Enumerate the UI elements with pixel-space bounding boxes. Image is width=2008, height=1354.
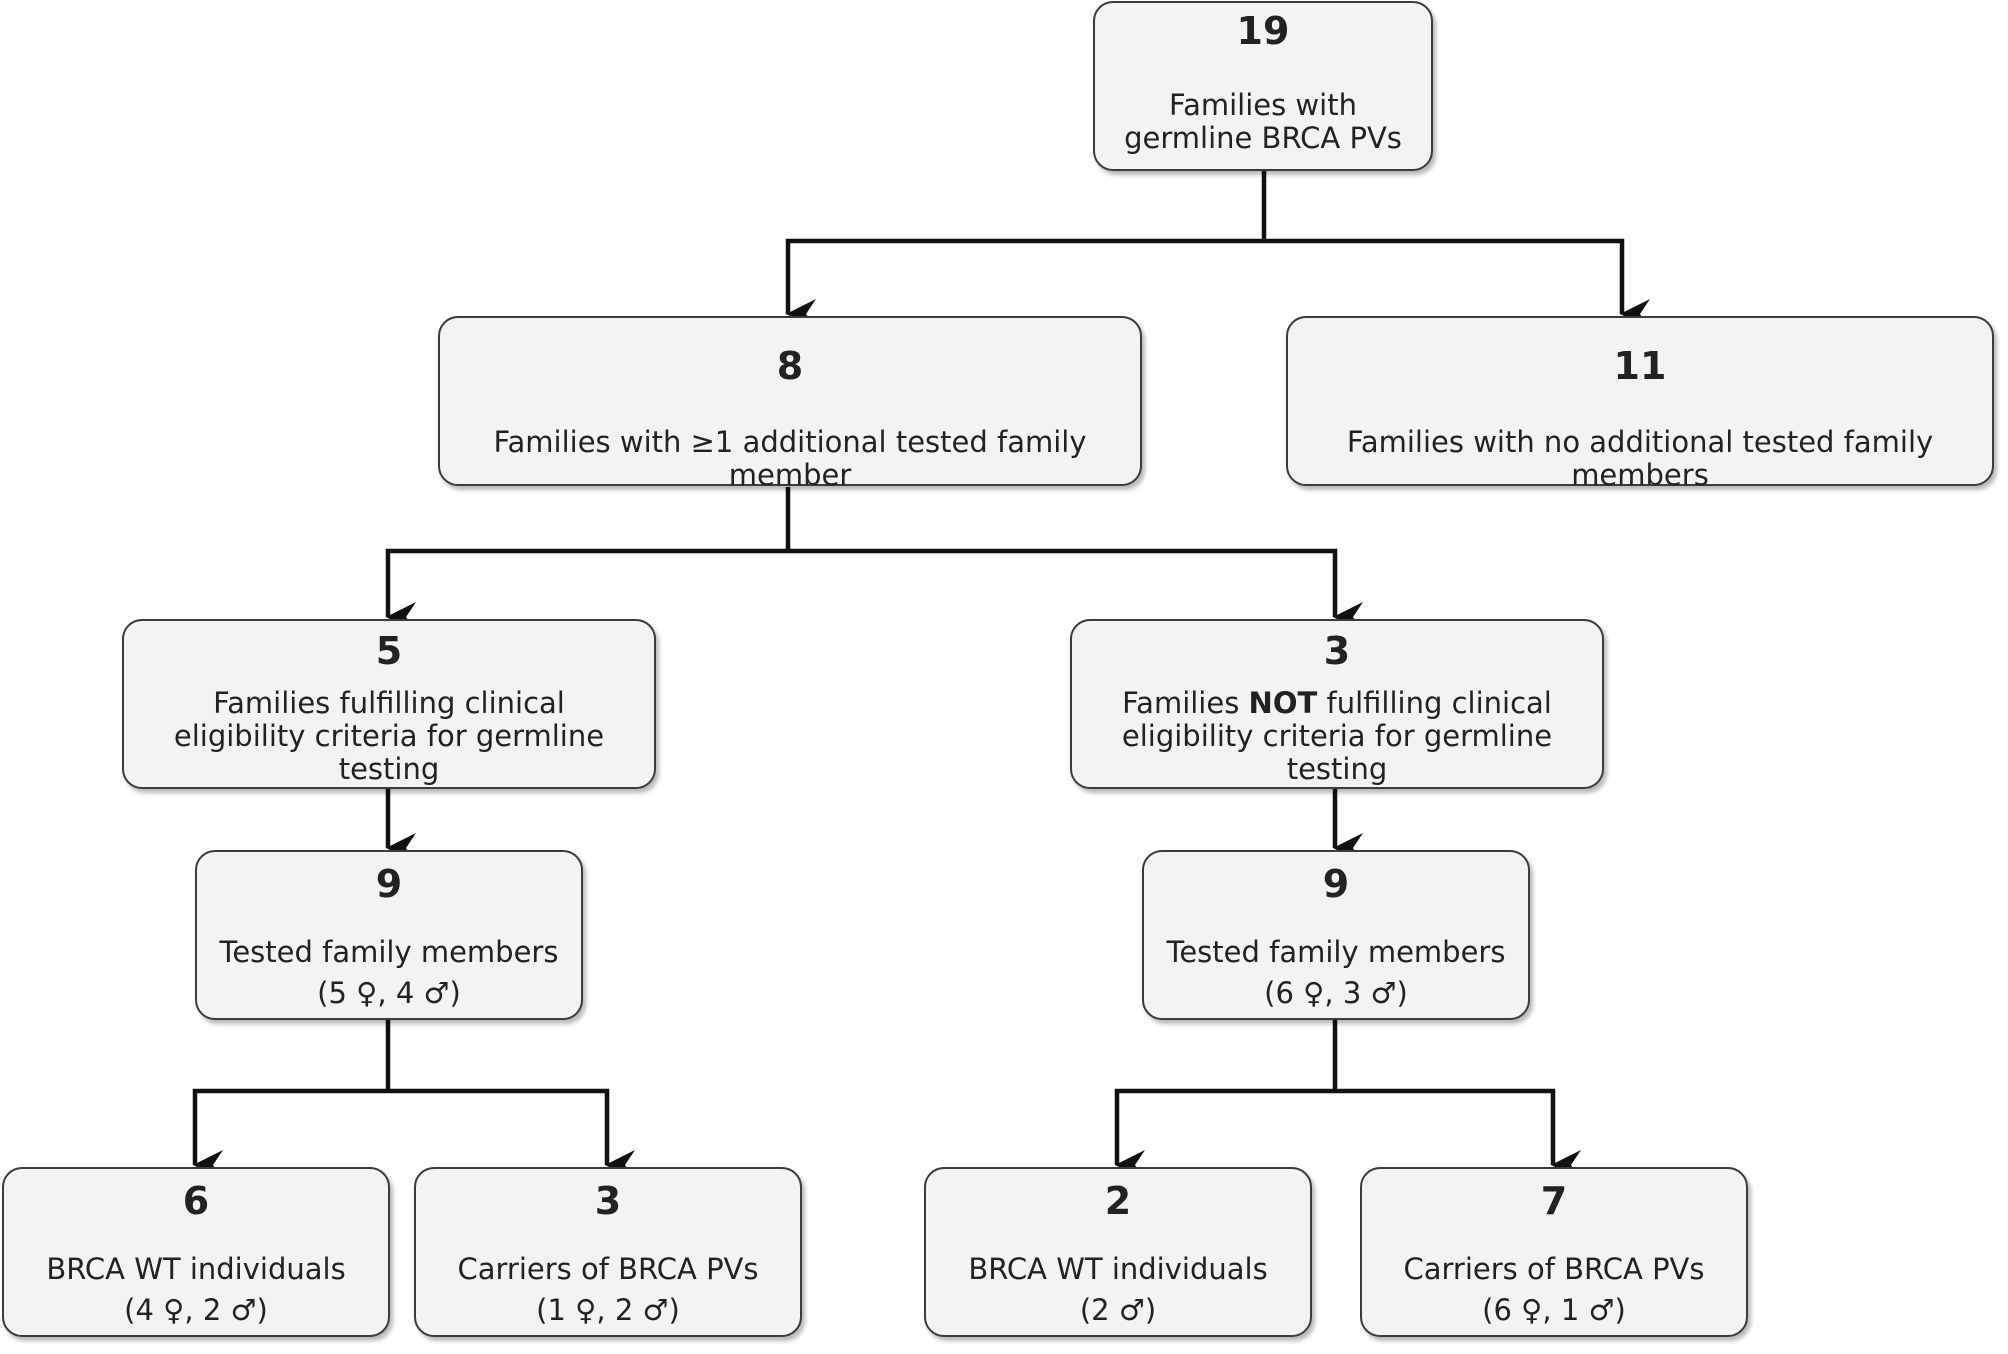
- node-label-part: Families: [1122, 686, 1249, 720]
- node-count: 3: [594, 1179, 622, 1223]
- node-families-not-fulfilling-criteria: 3 Families NOT fulfilling clinical eligi…: [1070, 619, 1604, 789]
- connector-root-to-additional: [785, 238, 1264, 329]
- connector-root-to-no-additional: [1264, 238, 1650, 329]
- node-brca-carriers-eligible: 3 Carriers of BRCA PVs (1 ♀, 2 ♂): [414, 1167, 802, 1337]
- node-label: Families fulfilling clinical eligibility…: [173, 686, 605, 786]
- node-families-fulfilling-criteria: 5 Families fulfilling clinical eligibili…: [122, 619, 656, 789]
- node-label: Tested family members: [219, 935, 559, 969]
- node-count: 5: [375, 629, 403, 673]
- node-label: BRCA WT individuals: [46, 1252, 346, 1286]
- connector-additional-to-not-eligible: [788, 548, 1363, 632]
- node-count: 7: [1540, 1179, 1568, 1223]
- node-label: Carriers of BRCA PVs: [1403, 1252, 1705, 1286]
- node-label: Families with germline BRCA PVs: [1124, 88, 1402, 155]
- node-label: Families NOT fulfilling clinical eligibi…: [1082, 687, 1592, 786]
- node-label: Carriers of BRCA PVs: [457, 1252, 759, 1286]
- node-sex-breakdown: (1 ♀, 2 ♂): [536, 1293, 680, 1327]
- connector-additional-to-eligible: [385, 548, 788, 632]
- node-count: 6: [182, 1179, 210, 1223]
- node-label: Tested family members: [1166, 935, 1506, 969]
- node-sex-breakdown: (2 ♂): [1079, 1293, 1157, 1327]
- node-label-emphasis: NOT: [1248, 686, 1318, 720]
- node-sex-breakdown: (5 ♀, 4 ♂): [317, 976, 461, 1010]
- node-families-with-additional-tested: 8 Families with ≥1 additional tested fam…: [438, 316, 1142, 492]
- node-sex-breakdown: (6 ♀, 3 ♂): [1264, 976, 1408, 1010]
- node-label-part: fulfilling clinical eligibility criteria…: [1121, 686, 1553, 786]
- node-count: 9: [1322, 862, 1350, 906]
- node-sex-breakdown: (6 ♀, 1 ♂): [1482, 1293, 1626, 1327]
- node-tested-members-eligible: 9 Tested family members (5 ♀, 4 ♂): [195, 850, 583, 1020]
- node-brca-carriers-not-eligible: 7 Carriers of BRCA PVs (6 ♀, 1 ♂): [1360, 1167, 1748, 1337]
- node-label: Families with no additional tested famil…: [1346, 425, 1934, 492]
- node-brca-wt-eligible: 6 BRCA WT individuals (4 ♀, 2 ♂): [2, 1167, 390, 1337]
- node-count: 11: [1613, 344, 1667, 388]
- node-label: Families with ≥1 additional tested famil…: [493, 425, 1087, 492]
- connector-tested-eligible-to-wt: [192, 1088, 388, 1180]
- node-count: 8: [776, 344, 804, 388]
- node-tested-members-not-eligible: 9 Tested family members (6 ♀, 3 ♂): [1142, 850, 1530, 1020]
- node-count: 3: [1323, 629, 1351, 673]
- node-count: 19: [1236, 9, 1290, 53]
- node-brca-wt-not-eligible: 2 BRCA WT individuals (2 ♂): [924, 1167, 1312, 1337]
- node-label: BRCA WT individuals: [968, 1252, 1268, 1286]
- node-sex-breakdown: (4 ♀, 2 ♂): [124, 1293, 268, 1327]
- node-families-without-additional-tested: 11 Families with no additional tested fa…: [1286, 316, 1994, 492]
- node-count: 9: [375, 862, 403, 906]
- node-count: 2: [1104, 1179, 1132, 1223]
- connector-tested-not-eligible-to-wt: [1114, 1088, 1335, 1180]
- connector-tested-not-eligible-to-carriers: [1335, 1088, 1581, 1180]
- node-families-with-germline-brca: 19 Families with germline BRCA PVs: [1093, 1, 1433, 171]
- connector-tested-eligible-to-carriers: [388, 1088, 635, 1180]
